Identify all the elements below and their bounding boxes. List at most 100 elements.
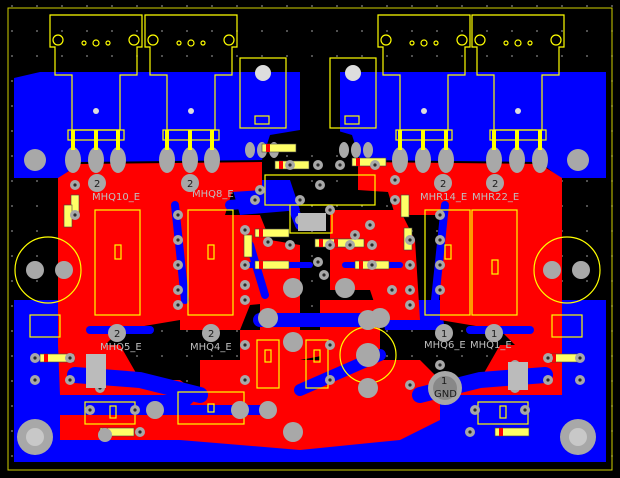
grid-dot xyxy=(311,55,313,57)
grid-dot xyxy=(61,5,63,7)
via-hole xyxy=(328,208,332,212)
pin-number: 2 xyxy=(114,329,120,340)
via-hole xyxy=(370,243,374,247)
grid-dot xyxy=(186,330,188,332)
grid-dot xyxy=(236,5,238,7)
grid-dot xyxy=(36,230,38,232)
grid-dot xyxy=(411,355,413,357)
grid-dot xyxy=(11,55,13,57)
grid-dot xyxy=(36,180,38,182)
transistor-leg-pad xyxy=(415,147,431,173)
grid-dot xyxy=(536,30,538,32)
grid-dot xyxy=(386,205,388,207)
via-hole xyxy=(338,163,342,167)
via-hole xyxy=(328,343,332,347)
grid-dot xyxy=(161,5,163,7)
resistor-band xyxy=(259,229,263,237)
via-hole xyxy=(243,228,247,232)
grid-dot xyxy=(511,55,513,57)
resistor-band xyxy=(44,354,48,362)
grid-dot xyxy=(311,255,313,257)
via-hole xyxy=(438,288,442,292)
transistor-leg-pad xyxy=(110,147,126,173)
via-hole xyxy=(353,233,357,237)
grid-dot xyxy=(161,30,163,32)
grid-dot xyxy=(11,305,13,307)
grid-dot xyxy=(211,30,213,32)
transistor-leg-pad xyxy=(486,147,502,173)
grid-dot xyxy=(411,30,413,32)
ic-footprints xyxy=(86,213,528,390)
grid-dot xyxy=(386,30,388,32)
grid-dot xyxy=(486,355,488,357)
via-hole xyxy=(328,243,332,247)
grid-dot xyxy=(311,5,313,7)
grid-dot xyxy=(386,330,388,332)
transistor-leg-pad xyxy=(159,147,175,173)
pin-number: 2 xyxy=(492,179,498,190)
grid-dot xyxy=(11,130,13,132)
pin-number: 2 xyxy=(440,179,446,190)
via-hole xyxy=(253,198,257,202)
resistor-band xyxy=(266,144,270,152)
grid-dot xyxy=(11,5,13,7)
via-hole xyxy=(408,303,412,307)
component-labels: MHQ10_E MHQ8_E MHR14_E MHR22_E MHQ5_E MH… xyxy=(92,189,519,353)
via-hole xyxy=(133,408,137,412)
grid-dot xyxy=(561,30,563,32)
grid-dot xyxy=(36,280,38,282)
grid-dot xyxy=(586,180,588,182)
grid-dot xyxy=(211,355,213,357)
via-hole xyxy=(546,356,550,360)
grid-dot xyxy=(11,380,13,382)
resistor-band xyxy=(259,261,263,269)
label-q4: MHQ4_E xyxy=(190,342,232,353)
transistor-leg xyxy=(71,130,75,150)
grid-dot xyxy=(436,30,438,32)
grid-dot xyxy=(461,5,463,7)
grid-dot xyxy=(36,205,38,207)
grid-dot xyxy=(336,5,338,7)
via-hole xyxy=(438,238,442,242)
via-hole xyxy=(438,213,442,217)
via-hole xyxy=(73,213,77,217)
transistor-leg xyxy=(538,130,542,150)
grid-dot xyxy=(186,355,188,357)
grid-dot xyxy=(11,205,13,207)
gnd-label: GND xyxy=(434,389,457,400)
pin-number: 2 xyxy=(94,179,100,190)
grid-dot xyxy=(36,255,38,257)
grid-dot xyxy=(11,405,13,407)
grid-dot xyxy=(411,5,413,7)
gnd-terminal: 1 GND xyxy=(428,371,462,405)
grid-dot xyxy=(436,355,438,357)
resistor-band xyxy=(319,239,323,247)
via-hole xyxy=(258,188,262,192)
grid-dot xyxy=(211,55,213,57)
grid-dot xyxy=(36,55,38,57)
transistor-leg xyxy=(165,130,169,150)
grid-dot xyxy=(186,55,188,57)
grid-dot xyxy=(436,55,438,57)
grid-dot xyxy=(436,230,438,232)
gnd-pin-number: 1 xyxy=(441,376,447,387)
label-q14: MHR14_E xyxy=(420,192,467,203)
grid-dot xyxy=(161,330,163,332)
grid-dot xyxy=(461,355,463,357)
board-outline xyxy=(7,7,613,471)
grid-dot xyxy=(11,80,13,82)
via-hole xyxy=(266,240,270,244)
grid-dot xyxy=(561,55,563,57)
grid-dot xyxy=(386,355,388,357)
pin-number: 2 xyxy=(208,329,214,340)
resistor-band xyxy=(552,354,556,362)
via-hole xyxy=(318,183,322,187)
via-hole xyxy=(546,378,550,382)
regulator-leg-pad xyxy=(245,142,255,158)
resistor-band xyxy=(499,428,503,436)
grid-dot xyxy=(211,5,213,7)
grid-dot xyxy=(486,5,488,7)
grid-dot xyxy=(411,55,413,57)
